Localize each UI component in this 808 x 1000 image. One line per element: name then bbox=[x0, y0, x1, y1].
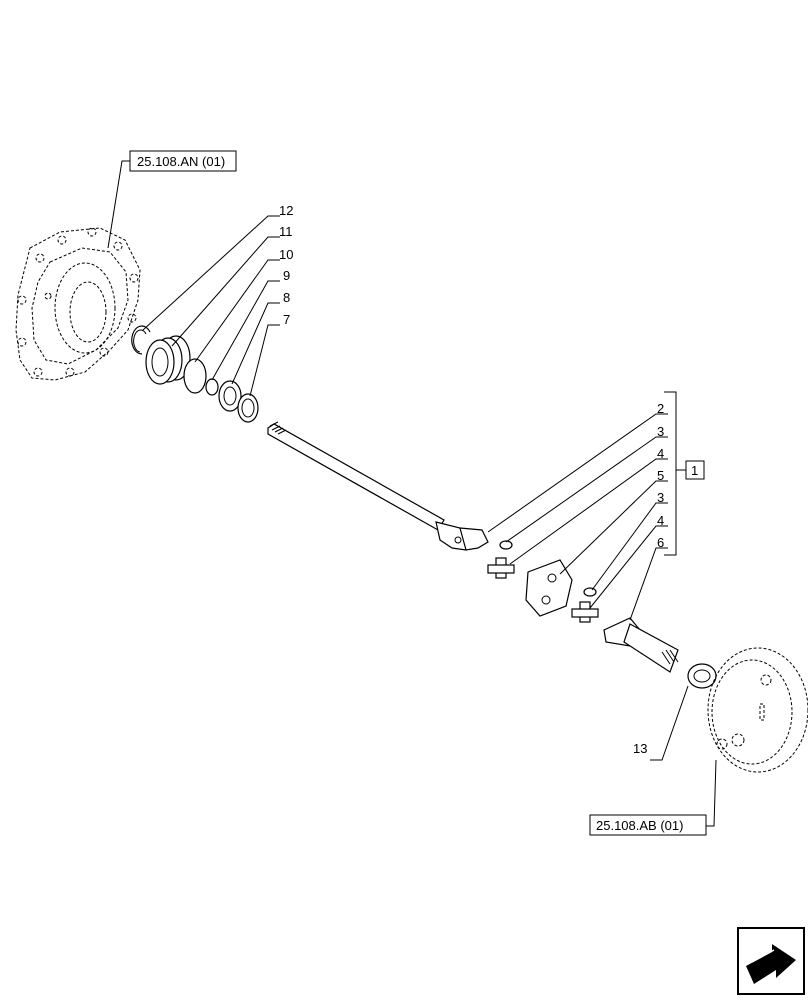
callout-9[interactable]: 9 bbox=[283, 268, 290, 283]
leader-10 bbox=[194, 259, 280, 363]
circlip-a bbox=[499, 540, 513, 550]
leader-top-ref bbox=[107, 160, 130, 249]
axle-shaft bbox=[267, 421, 489, 551]
leader-5 bbox=[559, 480, 668, 575]
reference-label-top: 25.108.AN (01) bbox=[137, 154, 225, 169]
yoke-shaft bbox=[603, 617, 679, 673]
bearing bbox=[218, 380, 242, 412]
callout-12[interactable]: 12 bbox=[279, 203, 293, 218]
callout-6[interactable]: 6 bbox=[657, 535, 664, 550]
callout-2[interactable]: 2 bbox=[657, 401, 664, 416]
callout-13[interactable]: 13 bbox=[633, 741, 647, 756]
callout-4b[interactable]: 4 bbox=[657, 513, 664, 528]
callout-7[interactable]: 7 bbox=[283, 312, 290, 327]
leader-6 bbox=[629, 547, 668, 621]
leader-9 bbox=[211, 280, 280, 381]
callout-10[interactable]: 10 bbox=[279, 247, 293, 262]
leader-bottom-ref bbox=[706, 759, 717, 827]
leader-4b bbox=[589, 525, 668, 609]
leader-13 bbox=[650, 685, 689, 761]
universal-joint-cross-b bbox=[571, 601, 599, 623]
callout-4a[interactable]: 4 bbox=[657, 446, 664, 461]
callout-11[interactable]: 11 bbox=[279, 224, 293, 239]
o-ring-large bbox=[183, 358, 207, 394]
leader-12 bbox=[142, 215, 280, 331]
callout-3b[interactable]: 3 bbox=[657, 490, 664, 505]
final-drive-housing bbox=[707, 647, 808, 773]
leader-3b bbox=[591, 502, 668, 591]
group-bracket bbox=[664, 391, 677, 556]
o-ring-small bbox=[205, 378, 219, 396]
reference-box-bottom[interactable]: 25.108.AB (01) bbox=[589, 814, 707, 836]
leader-7 bbox=[249, 324, 280, 397]
universal-joint-cross-a bbox=[487, 557, 515, 579]
group-callout-label: 1 bbox=[691, 463, 698, 478]
group-callout-box[interactable]: 1 bbox=[685, 460, 705, 480]
leader-2 bbox=[487, 413, 668, 533]
callout-3a[interactable]: 3 bbox=[657, 424, 664, 439]
callout-8[interactable]: 8 bbox=[283, 290, 290, 305]
leader-8 bbox=[231, 302, 280, 385]
circlip-b bbox=[583, 587, 597, 597]
seal-assembly bbox=[145, 335, 191, 385]
needle-bearing bbox=[687, 663, 717, 689]
leader-11 bbox=[171, 236, 280, 347]
leader-3a bbox=[505, 436, 668, 543]
axle-housing bbox=[15, 227, 141, 381]
callout-5[interactable]: 5 bbox=[657, 468, 664, 483]
seal-ring bbox=[237, 393, 259, 423]
leader-4a bbox=[509, 458, 668, 565]
reference-label-bottom: 25.108.AB (01) bbox=[596, 818, 683, 833]
reference-box-top[interactable]: 25.108.AN (01) bbox=[129, 150, 237, 172]
next-page-arrow-icon[interactable] bbox=[737, 927, 805, 995]
